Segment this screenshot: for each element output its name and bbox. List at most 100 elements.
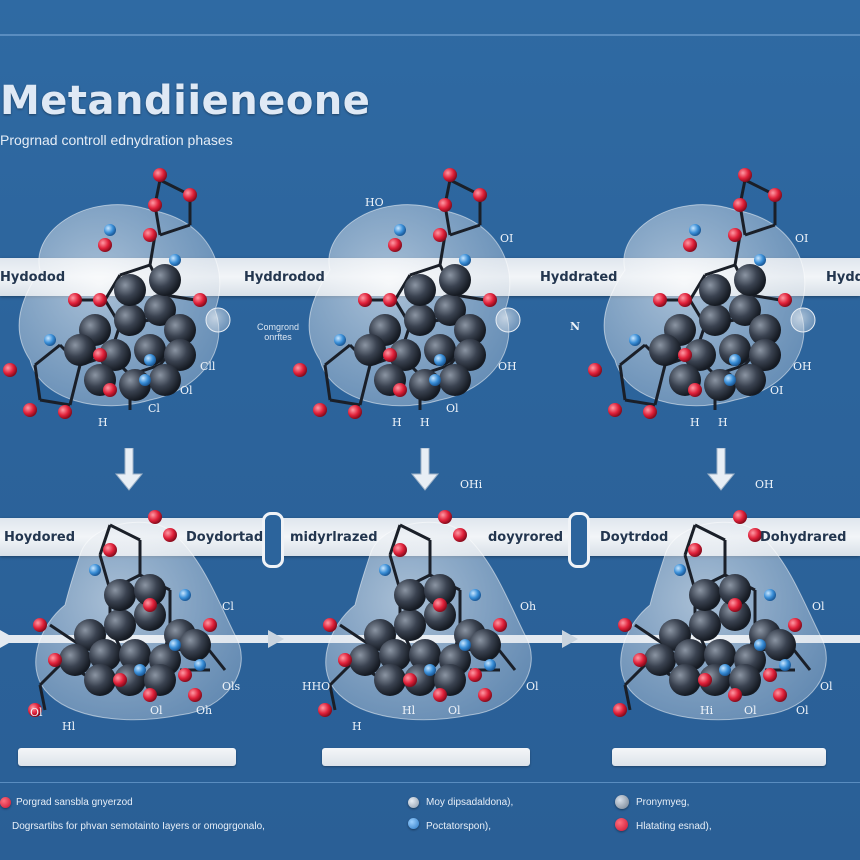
carbon-atom bbox=[729, 664, 761, 696]
chem-label: Ol bbox=[796, 704, 809, 717]
chem-label: Ol bbox=[150, 704, 163, 717]
molecule-bottom-middle bbox=[318, 510, 532, 721]
top-band-label-4: Hydd bbox=[826, 270, 860, 285]
oxygen-atom bbox=[433, 688, 447, 702]
chem-label: Ols bbox=[222, 680, 241, 693]
bottom-band-label-3: midyrlrazed bbox=[290, 530, 378, 545]
nitrogen-atom bbox=[169, 254, 181, 266]
bond bbox=[68, 364, 82, 406]
carbon-atom bbox=[394, 579, 426, 611]
oxygen-atom bbox=[58, 405, 72, 419]
bubble bbox=[790, 307, 816, 333]
nitrogen-atom bbox=[779, 659, 791, 671]
oxygen-atom bbox=[688, 543, 702, 557]
nitrogen-atom bbox=[44, 334, 56, 346]
carbon-atom bbox=[644, 644, 676, 676]
oxygen-atom bbox=[438, 198, 452, 212]
oxygen-atom bbox=[728, 688, 742, 702]
nitrogen-atom bbox=[764, 589, 776, 601]
oxygen-atom bbox=[383, 348, 397, 362]
carbon-atom bbox=[704, 639, 736, 671]
nitrogen-atom bbox=[179, 589, 191, 601]
nitrogen-dot-icon bbox=[408, 818, 419, 829]
nitrogen-atom bbox=[434, 354, 446, 366]
down-arrow-icon bbox=[114, 448, 144, 491]
electron-cloud bbox=[18, 204, 221, 407]
oxygen-atom bbox=[98, 238, 112, 252]
nitrogen-atom bbox=[139, 374, 151, 386]
molecule-top-right bbox=[588, 168, 816, 419]
oxygen-atom bbox=[438, 510, 452, 524]
oxygen-atom bbox=[103, 543, 117, 557]
nitrogen-atom bbox=[429, 374, 441, 386]
bond bbox=[618, 364, 627, 401]
nitrogen-atom bbox=[169, 639, 181, 651]
electron-cloud bbox=[603, 204, 806, 407]
oxygen-atom bbox=[143, 228, 157, 242]
nitrogen-atom bbox=[104, 224, 116, 236]
oxygen-atom bbox=[738, 168, 752, 182]
carbon-atom bbox=[164, 339, 196, 371]
bond bbox=[619, 343, 646, 367]
bond bbox=[339, 623, 371, 647]
bond bbox=[323, 364, 332, 401]
oxygen-atom bbox=[203, 618, 217, 632]
carbon-atom bbox=[144, 294, 176, 326]
oxygen-atom bbox=[608, 403, 622, 417]
down-arrow-icon bbox=[410, 448, 440, 491]
chem-label: OHi bbox=[460, 478, 483, 491]
carbon-atom bbox=[439, 264, 471, 296]
n-marker: N bbox=[570, 320, 581, 333]
phase-progress-bar-2 bbox=[322, 748, 530, 766]
legend-text: Hlatating esnad), bbox=[636, 821, 712, 832]
oxygen-atom bbox=[483, 293, 497, 307]
oxygen-dot-icon bbox=[615, 818, 628, 831]
bond bbox=[624, 398, 656, 407]
carbon-atom bbox=[439, 364, 471, 396]
carbon-atom bbox=[409, 639, 441, 671]
nitrogen-atom bbox=[134, 664, 146, 676]
oxygen-atom bbox=[358, 293, 372, 307]
nitrogen-atom bbox=[334, 334, 346, 346]
carbon-atom bbox=[404, 304, 436, 336]
chem-label: H bbox=[352, 720, 362, 733]
oxygen-atom bbox=[473, 188, 487, 202]
oxygen-atom bbox=[688, 383, 702, 397]
oxygen-atom bbox=[178, 668, 192, 682]
oxygen-atom bbox=[643, 405, 657, 419]
carbon-atom bbox=[389, 339, 421, 371]
bond bbox=[744, 223, 776, 237]
carbon-atom bbox=[734, 364, 766, 396]
oxygen-atom bbox=[148, 510, 162, 524]
bond bbox=[623, 684, 632, 711]
bond bbox=[683, 524, 697, 556]
carbon-atom bbox=[729, 294, 761, 326]
oxygen-atom bbox=[48, 653, 62, 667]
carbon-atom bbox=[134, 334, 166, 366]
chem-label: Hi bbox=[700, 704, 714, 717]
oxygen-atom bbox=[113, 673, 127, 687]
bond bbox=[164, 293, 196, 302]
top-band-label-2: Hyddrodod bbox=[244, 270, 325, 285]
oxygen-atom bbox=[678, 293, 692, 307]
chem-label: Ol bbox=[526, 680, 539, 693]
bubble bbox=[495, 307, 521, 333]
carbon-atom bbox=[749, 314, 781, 346]
oxygen-atom bbox=[698, 673, 712, 687]
bond bbox=[49, 623, 81, 647]
bond bbox=[38, 684, 47, 711]
carbon-atom bbox=[349, 644, 381, 676]
bond bbox=[399, 523, 431, 542]
carbon-atom bbox=[719, 574, 751, 606]
bond bbox=[688, 274, 707, 301]
chem-label: Ol bbox=[446, 402, 459, 415]
oxygen-atom bbox=[293, 363, 307, 377]
carbon-atom bbox=[649, 334, 681, 366]
oxygen-atom bbox=[313, 403, 327, 417]
page-title: Metandiieneone bbox=[0, 78, 371, 124]
bond bbox=[324, 343, 351, 367]
page-subtitle: Progrnad controll ednydration phases bbox=[0, 132, 233, 148]
carbon-atom bbox=[424, 334, 456, 366]
oxygen-atom bbox=[348, 405, 362, 419]
